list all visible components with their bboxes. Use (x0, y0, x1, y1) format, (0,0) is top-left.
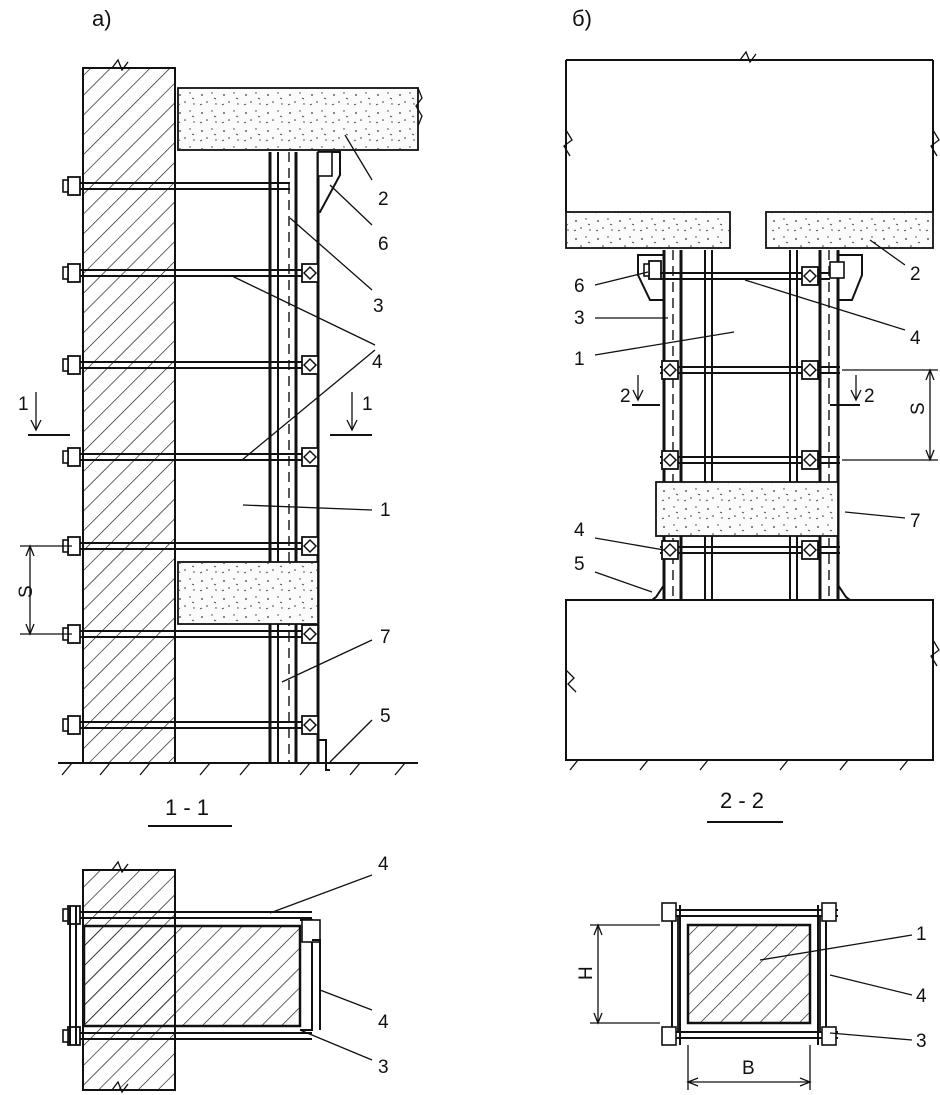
svg-text:7: 7 (380, 627, 391, 648)
svg-text:1: 1 (18, 394, 29, 415)
svg-text:6: 6 (378, 234, 389, 255)
svg-text:4: 4 (910, 328, 921, 349)
svg-text:6: 6 (574, 276, 585, 297)
svg-text:H: H (576, 966, 597, 980)
svg-text:1: 1 (380, 500, 391, 521)
column-cross-section (82, 924, 302, 1028)
section-2-2-title: 2 - 2 (720, 788, 764, 813)
view-a-title: а) (92, 6, 112, 31)
column-cross-section-b (686, 923, 812, 1025)
svg-text:S: S (16, 585, 37, 598)
svg-text:5: 5 (380, 706, 391, 727)
view-a: а) (16, 6, 423, 776)
band-texture (178, 562, 318, 624)
section-1-1: 1 - 1 4 4 3 (62, 795, 389, 1094)
svg-text:2: 2 (910, 264, 921, 285)
svg-text:3: 3 (574, 308, 585, 329)
view-b-title: б) (572, 6, 592, 31)
tie-rod (660, 540, 840, 560)
section-mark-left: 1 (18, 392, 70, 436)
tie-rod (62, 447, 319, 467)
brick-wall (82, 67, 176, 764)
ground-hatch (61, 762, 406, 776)
svg-text:2: 2 (864, 386, 875, 407)
svg-text:B: B (742, 1058, 755, 1079)
svg-text:4: 4 (378, 854, 389, 875)
slab-texture (178, 88, 418, 150)
callouts-1-1: 4 4 3 (269, 854, 389, 1078)
svg-text:S: S (908, 402, 929, 415)
left-break-mark (563, 129, 573, 157)
section-mark-left-b: 2 (620, 375, 660, 407)
callouts-a: 2 6 3 4 1 7 5 (231, 134, 391, 763)
tie-rod (62, 536, 319, 556)
bracket-right (837, 254, 863, 301)
height-dimension: H (576, 923, 660, 1025)
svg-text:3: 3 (916, 1031, 927, 1052)
spacing-dimension: S (16, 544, 72, 636)
upper-slab-outline (565, 59, 934, 212)
svg-text:4: 4 (916, 986, 927, 1007)
svg-text:4: 4 (372, 352, 383, 373)
svg-text:5: 5 (574, 554, 585, 575)
svg-text:3: 3 (378, 1057, 389, 1078)
base-block (565, 599, 934, 761)
tie-rod (62, 624, 319, 644)
callouts-2-2: 1 4 3 (759, 924, 927, 1052)
tie-rod (62, 263, 319, 283)
svg-text:1: 1 (916, 924, 927, 945)
right-break-mark (930, 129, 940, 157)
slab-break-mark (415, 87, 423, 127)
bracket-left (637, 254, 665, 301)
tie-rod (660, 450, 840, 470)
width-dimension: B (686, 1045, 812, 1090)
svg-text:2: 2 (378, 189, 389, 210)
tie-rods-b (660, 266, 840, 560)
view-b: б) (563, 6, 940, 771)
bracket-bolt (317, 151, 333, 177)
bottom-support-right (837, 584, 851, 601)
spacing-dimension-b: S (842, 368, 938, 462)
tie-rods (62, 176, 319, 735)
tie-rod (62, 355, 319, 375)
section-1-1-title: 1 - 1 (165, 795, 209, 820)
ground-hatch-b (569, 759, 909, 771)
callouts-b: 2 6 3 4 1 7 4 5 (574, 239, 921, 593)
bottom-support (318, 739, 330, 771)
section-2-2: 2 - 2 H B 1 (576, 788, 927, 1090)
svg-text:4: 4 (574, 520, 585, 541)
section-mark-right: 1 (330, 392, 373, 436)
svg-text:2: 2 (620, 386, 631, 407)
svg-text:1: 1 (574, 349, 585, 370)
svg-text:3: 3 (373, 296, 384, 317)
tie-rod (62, 176, 290, 196)
bottom-support-left (651, 584, 665, 601)
svg-text:4: 4 (378, 1012, 389, 1033)
svg-text:7: 7 (910, 511, 921, 532)
tie-rod (62, 715, 319, 735)
upper-break-mark (739, 50, 757, 64)
section-mark-right-b: 2 (830, 375, 875, 407)
tie-rod (660, 266, 830, 286)
svg-text:1: 1 (362, 394, 373, 415)
tie-rod (660, 360, 840, 380)
wall-break-mark (111, 58, 129, 72)
